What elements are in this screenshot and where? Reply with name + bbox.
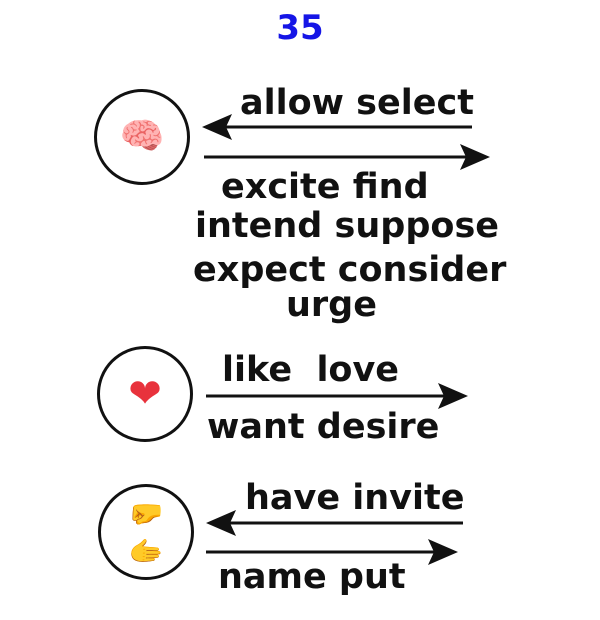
arrowhead-right-3 bbox=[428, 539, 458, 565]
label-below-3-line-1: name put bbox=[218, 557, 406, 597]
label-below-2-line-1: want desire bbox=[207, 407, 440, 447]
fist-icon: 🤛 bbox=[128, 497, 164, 530]
arrowhead-right-2 bbox=[438, 383, 468, 409]
hand-icon: 🫱 bbox=[128, 535, 164, 568]
label-below-1-line-4: urge bbox=[286, 285, 377, 325]
label-below-1-line-2: intend suppose bbox=[195, 206, 500, 246]
arrowhead-left-1 bbox=[202, 114, 232, 140]
circle-2 bbox=[97, 346, 193, 442]
circle-1 bbox=[94, 89, 190, 185]
circle-3 bbox=[98, 484, 194, 580]
label-below-1-line-3: expect consider bbox=[193, 250, 507, 290]
label-below-1-line-1: excite find bbox=[221, 167, 429, 207]
heart-icon: ❤ bbox=[128, 371, 162, 417]
label-above-3: have invite bbox=[245, 478, 465, 518]
brain-icon: 🧠 bbox=[119, 116, 165, 157]
page-title: 35 bbox=[276, 8, 324, 48]
arrowhead-left-3 bbox=[206, 510, 236, 536]
label-above-2: like love bbox=[222, 350, 400, 390]
arrowhead-right-1 bbox=[460, 144, 490, 170]
label-above-1: allow select bbox=[240, 83, 474, 123]
